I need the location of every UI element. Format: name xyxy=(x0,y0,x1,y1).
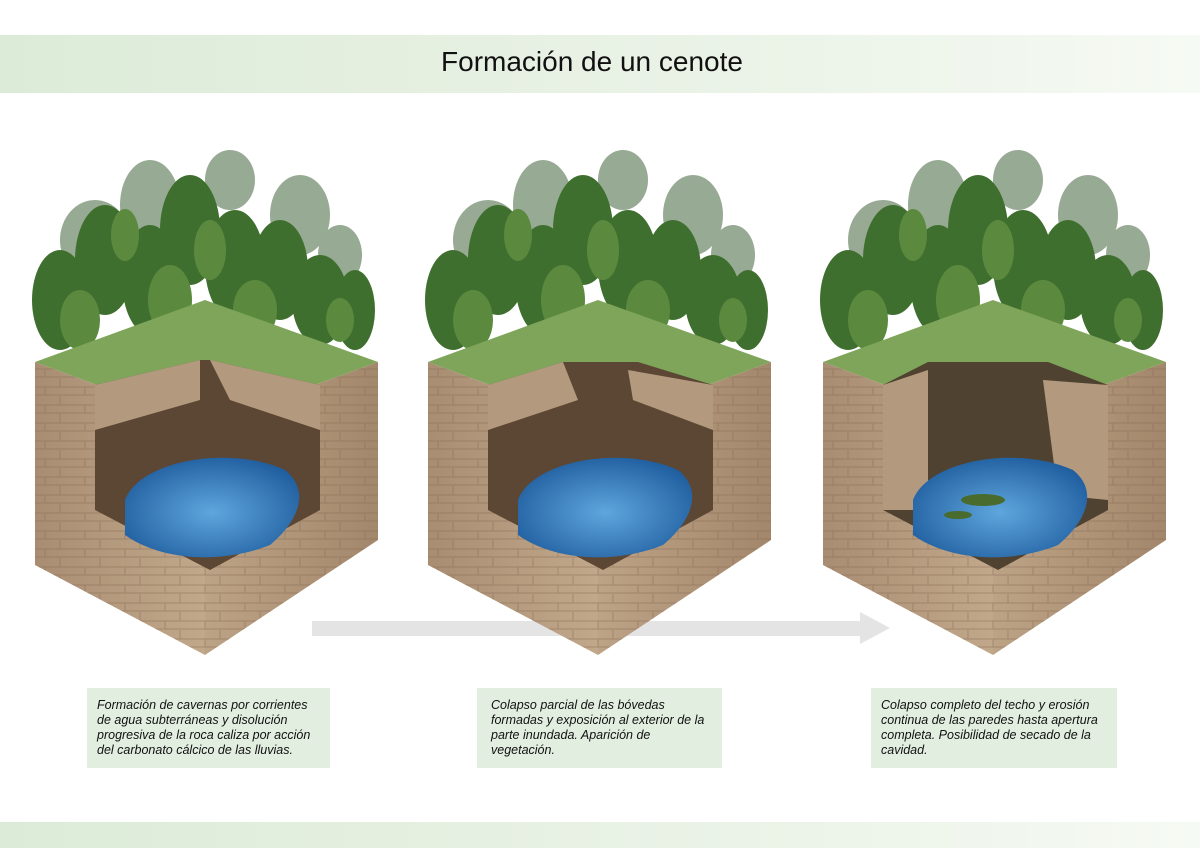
stage-2-caption-text: Colapso parcial de las bóvedas formadas … xyxy=(491,698,705,757)
stage-3-caption-text: Colapso completo del techo y erosión con… xyxy=(881,698,1098,757)
stage-1-caption: Formación de cavernas por corrientes de … xyxy=(87,688,330,768)
cave-water xyxy=(518,457,693,558)
footer-band xyxy=(0,822,1200,848)
header-band xyxy=(0,35,1200,93)
stage-2-block xyxy=(425,150,771,655)
page-title: Formación de un cenote xyxy=(441,46,743,77)
stage-3-caption: Colapso completo del techo y erosión con… xyxy=(871,688,1117,768)
cave-water xyxy=(125,457,300,558)
stage-1-caption-text: Formación de cavernas por corrientes de … xyxy=(97,698,311,757)
stage-3-block xyxy=(820,150,1166,655)
cave-water xyxy=(913,457,1088,558)
stage-1-block xyxy=(32,150,378,655)
stage-2-caption: Colapso parcial de las bóvedas formadas … xyxy=(477,688,722,768)
